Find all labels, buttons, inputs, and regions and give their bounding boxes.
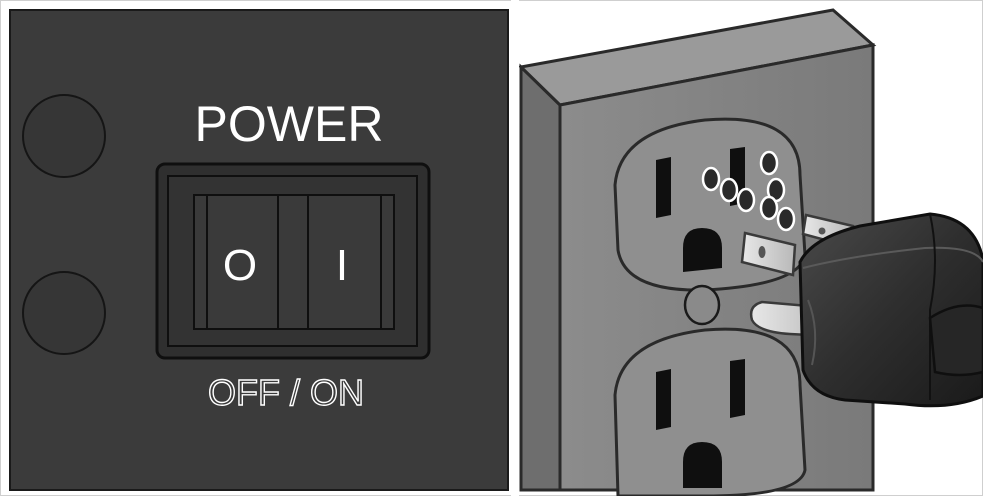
upper-slot-left (656, 157, 671, 218)
plug-strain-relief (930, 306, 983, 375)
rocker-switch[interactable]: O I (157, 164, 429, 358)
plate-side (521, 67, 560, 490)
switch-off-symbol: O (223, 241, 257, 290)
indicator-circle-icon (23, 272, 105, 354)
lower-slot-right (730, 359, 745, 418)
lower-ground-hole (683, 442, 722, 488)
cover-screw (685, 286, 719, 324)
switch-on-symbol: I (336, 241, 348, 290)
lower-slot-left (656, 369, 671, 430)
upper-ground-hole (683, 228, 722, 272)
switch-state-label: OFF / ON (208, 372, 364, 413)
power-title: POWER (195, 96, 384, 152)
power-panel: POWER O I OFF / ON (10, 10, 508, 490)
indicator-circle-icon (23, 95, 105, 177)
